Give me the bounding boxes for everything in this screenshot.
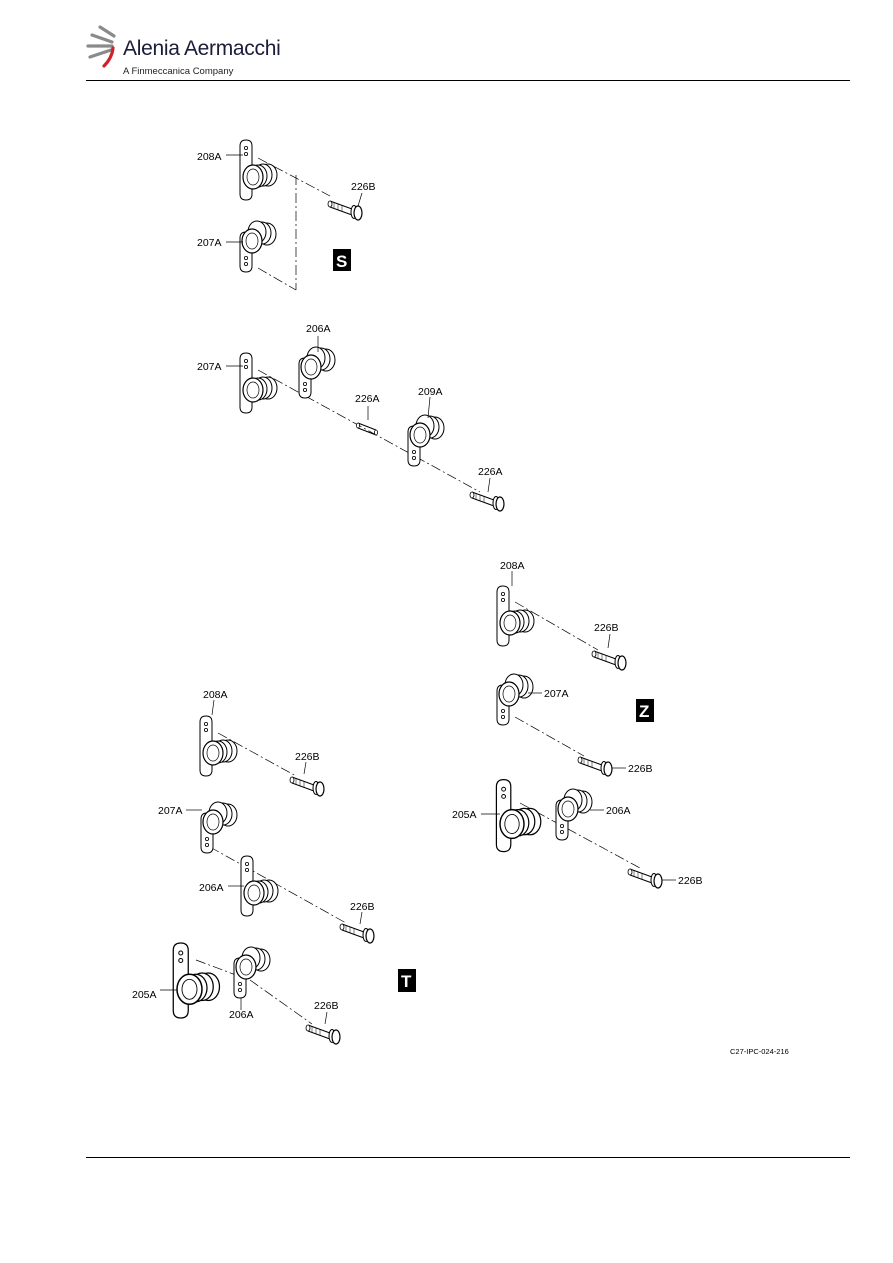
label-226a-bolt: 226A — [478, 466, 503, 478]
brand-name: Alenia Aermacchi — [123, 37, 281, 60]
label-207a-z: 207A — [544, 688, 569, 700]
label-226b: 226B — [351, 181, 376, 193]
brand-subtitle: A Finmeccanica Company — [123, 66, 234, 77]
view-t-letter: T — [401, 972, 412, 991]
bolt-226b-t3 — [305, 1024, 341, 1045]
bolt-226b-t1 — [289, 776, 325, 797]
view-s-assembly: 208A 226B 207A S — [197, 139, 376, 291]
label-208a: 208A — [197, 151, 222, 163]
view-z-assembly: 208A 226B 207A 226B 205A 206A 226B Z — [452, 560, 703, 889]
label-226b-t3: 226B — [314, 1000, 339, 1012]
label-208a-z: 208A — [500, 560, 525, 572]
label-207a: 207A — [197, 237, 222, 249]
view-z-marker — [636, 699, 654, 722]
middle-assembly: 207A 206A 226A 209A 226A — [197, 323, 505, 512]
view-t-marker — [398, 969, 416, 992]
label-205a-t: 205A — [132, 989, 157, 1001]
clamp-206a-t2 — [233, 946, 271, 999]
label-226b-t2: 226B — [350, 901, 375, 913]
view-s-letter: S — [336, 252, 347, 271]
label-226b-z1: 226B — [594, 622, 619, 634]
bolt-226a — [469, 491, 505, 512]
label-226b-z3: 226B — [678, 875, 703, 887]
view-t-assembly: 208A 226B 207A 206A 226B 205A 206A 226B … — [132, 689, 416, 1045]
bolt-226b-z3 — [627, 868, 663, 889]
label-206a-z: 206A — [606, 805, 631, 817]
clamp-209a-mid — [407, 414, 445, 467]
label-206a-mid: 206A — [306, 323, 331, 335]
clamp-208a — [239, 139, 278, 201]
view-z-letter: Z — [639, 702, 649, 721]
view-s-marker — [333, 249, 351, 271]
bolt-226b — [327, 200, 363, 221]
swoosh-logo-icon — [86, 25, 116, 68]
clamp-205a-t — [172, 942, 221, 1019]
clamp-207a-mid — [239, 352, 278, 414]
footer-rule — [86, 1157, 850, 1158]
label-207a-t: 207A — [158, 805, 183, 817]
clamp-207a-t — [200, 801, 238, 854]
label-226a-mid: 226A — [355, 393, 380, 405]
clamp-205a-z — [495, 778, 542, 853]
spacer-226a — [356, 422, 378, 436]
label-226b-z2: 226B — [628, 763, 653, 775]
clamp-207a — [239, 220, 277, 273]
company-logo — [86, 22, 286, 80]
label-209a-mid: 209A — [418, 386, 443, 398]
bolt-226b-z2 — [577, 756, 613, 777]
bolt-226b-z1 — [591, 650, 627, 671]
header-rule — [86, 80, 850, 81]
bolt-226b-t2 — [339, 923, 375, 944]
label-205a-z: 205A — [452, 809, 477, 821]
label-207a-mid: 207A — [197, 361, 222, 373]
clamp-206a-mid — [298, 346, 336, 399]
clamp-206a-t — [240, 855, 279, 917]
clamp-208a-z — [496, 585, 535, 647]
label-208a-t: 208A — [203, 689, 228, 701]
label-206a-t: 206A — [199, 882, 224, 894]
clamp-208a-t — [199, 715, 238, 777]
label-226b-t1: 226B — [295, 751, 320, 763]
label-206a-t2: 206A — [229, 1009, 254, 1021]
figure-reference: C27-IPC-024-216 — [730, 1047, 789, 1056]
